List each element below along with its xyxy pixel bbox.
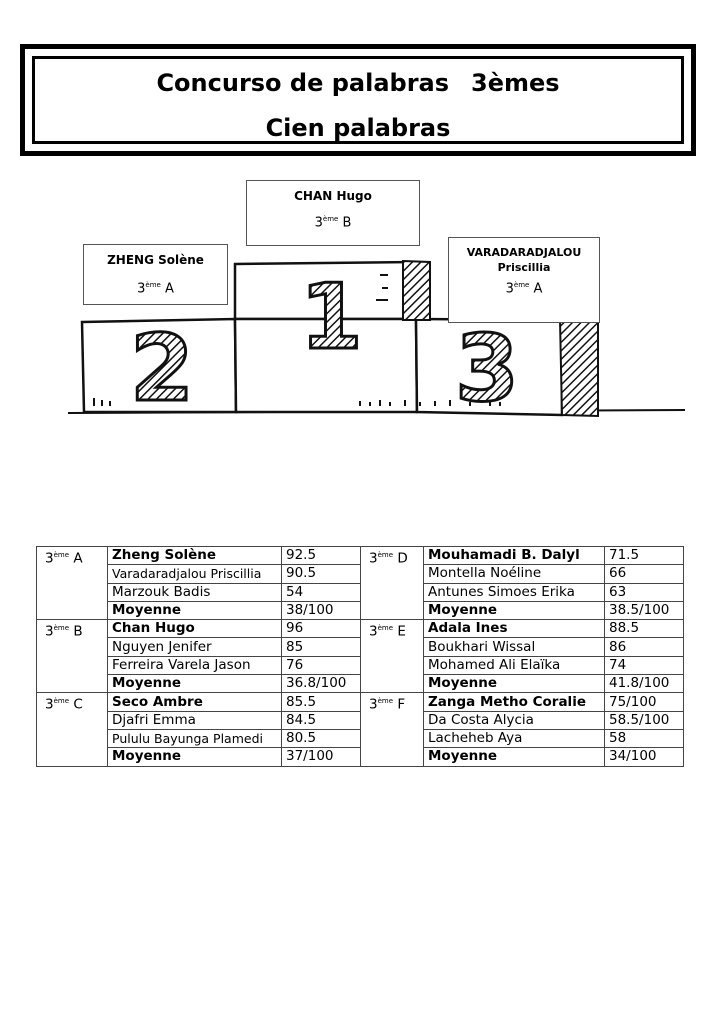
average-score: 37/100 [281,747,361,767]
student-score: 88.5 [604,619,684,639]
average-label: Moyenne [107,600,282,621]
winner-class-second: 3ème A [137,281,174,297]
student-score: 66 [604,564,684,584]
average-label: Moyenne [107,674,282,694]
student-score: 58 [604,728,684,749]
student-score: 74 [604,655,684,676]
student-name: Ferreira Varela Jason [107,655,282,676]
student-name: Montella Noéline [423,564,605,584]
title-box: Concurso de palabras 3èmes Cien palabras [20,44,696,156]
student-name: Adala Ines [423,619,605,639]
student-name: Marzouk Badis [107,582,282,602]
winner-box-first: CHAN Hugo 3ème B [246,180,420,246]
student-score: 71.5 [604,545,684,566]
student-score: 84.5 [281,710,361,730]
class-label: 3ème A [36,545,108,621]
average-label: Moyenne [423,674,605,694]
winner-name-second: ZHENG Solène [107,253,204,267]
student-score: 92.5 [281,545,361,566]
student-name: Mohamed Ali Elaïka [423,655,605,676]
class-label: 3ème E [360,619,424,694]
class-label: 3ème D [360,545,424,621]
podium-illustration: 1 2 3 [67,259,686,424]
winner-box-second: ZHENG Solène 3ème A [83,244,228,305]
student-name: Boukhari Wissal [423,637,605,657]
student-score: 80.5 [281,728,361,749]
student-score: 85 [281,637,361,657]
title-line-1: Concurso de palabras 3èmes [35,69,681,97]
student-name: Lacheheb Aya [423,728,605,749]
average-score: 36.8/100 [281,674,361,694]
student-score: 63 [604,582,684,602]
student-name: Pululu Bayunga Plamedi [107,728,282,749]
student-name: Djafri Emma [107,710,282,730]
winner-class-first: 3ème B [314,215,352,231]
student-score: 96 [281,619,361,639]
student-name: Zheng Solène [107,545,282,566]
student-score: 75/100 [604,692,684,712]
average-label: Moyenne [423,600,605,621]
class-label: 3ème F [360,692,424,767]
podium-digit-3: 3 [455,315,519,422]
podium-digit-2: 2 [130,315,194,422]
average-label: Moyenne [107,747,282,767]
student-name: Da Costa Alycia [423,710,605,730]
student-name: Antunes Simoes Erika [423,582,605,602]
average-score: 34/100 [604,747,684,767]
student-score: 90.5 [281,564,361,584]
contest-title: Concurso de palabras [156,69,450,97]
title-inner-border: Concurso de palabras 3èmes Cien palabras [32,56,684,144]
student-name: Zanga Metho Coralie [423,692,605,712]
class-label: 3ème B [36,619,108,694]
student-name: Varadaradjalou Priscillia [107,564,282,584]
student-score: 85.5 [281,692,361,712]
student-name: Nguyen Jenifer [107,637,282,657]
winner-name-first: CHAN Hugo [294,189,372,203]
student-name: Mouhamadi B. Dalyl [423,545,605,566]
podium-digit-1: 1 [300,265,363,370]
student-score: 86 [604,637,684,657]
average-label: Moyenne [423,747,605,767]
average-score: 38.5/100 [604,600,684,621]
class-label: 3ème C [36,692,108,767]
average-score: 38/100 [281,600,361,621]
contest-level: 3èmes [471,69,560,97]
winner-class-third: 3ème A [505,281,543,297]
student-score: 54 [281,582,361,602]
contest-subtitle: Cien palabras [265,114,451,142]
student-score: 58.5/100 [604,710,684,730]
student-name: Seco Ambre [107,692,282,712]
student-name: Chan Hugo [107,619,282,639]
student-score: 76 [281,655,361,676]
average-score: 41.8/100 [604,674,684,694]
